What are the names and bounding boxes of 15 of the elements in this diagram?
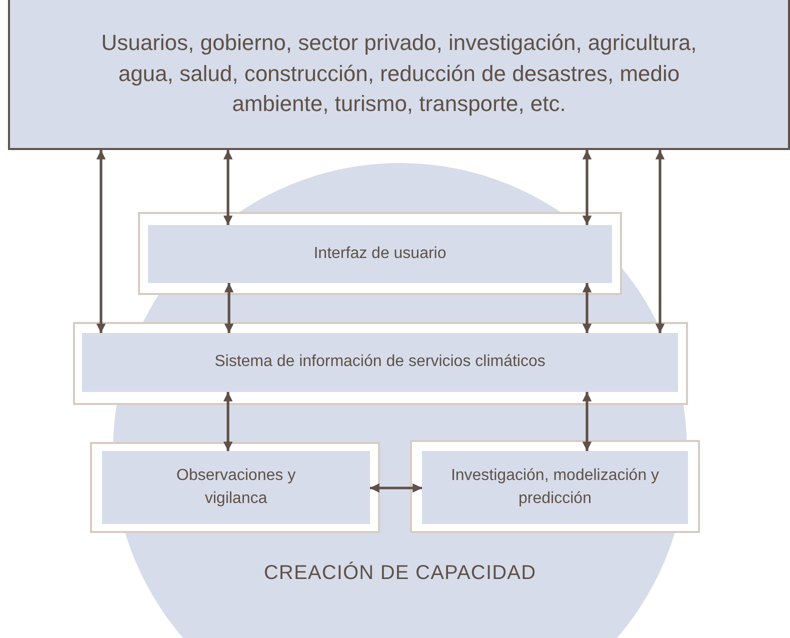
process-box: Sistema de información de servicios climáticos (82, 333, 678, 392)
stakeholder-box: Usuarios, gobierno, sector privado, investigación, agricultura, agua, salud, construcción, reducción de desastres, medio ambiente, turismo, transporte, etc. (8, 0, 790, 150)
double-arrow (582, 283, 592, 333)
double-arrow (223, 150, 233, 225)
double-arrow (370, 483, 422, 493)
double-arrow (96, 150, 106, 333)
process-box: Investigación, modelización y predicción (422, 451, 688, 524)
process-box: Interfaz de usuario (148, 225, 612, 283)
section-label: CREACIÓN DE CAPACIDAD (264, 562, 536, 585)
double-arrow (582, 392, 592, 451)
double-arrow (223, 392, 233, 451)
process-box: Observaciones y vigilanca (102, 451, 370, 524)
double-arrow (224, 283, 234, 333)
double-arrow (582, 150, 592, 225)
double-arrow (655, 150, 665, 333)
